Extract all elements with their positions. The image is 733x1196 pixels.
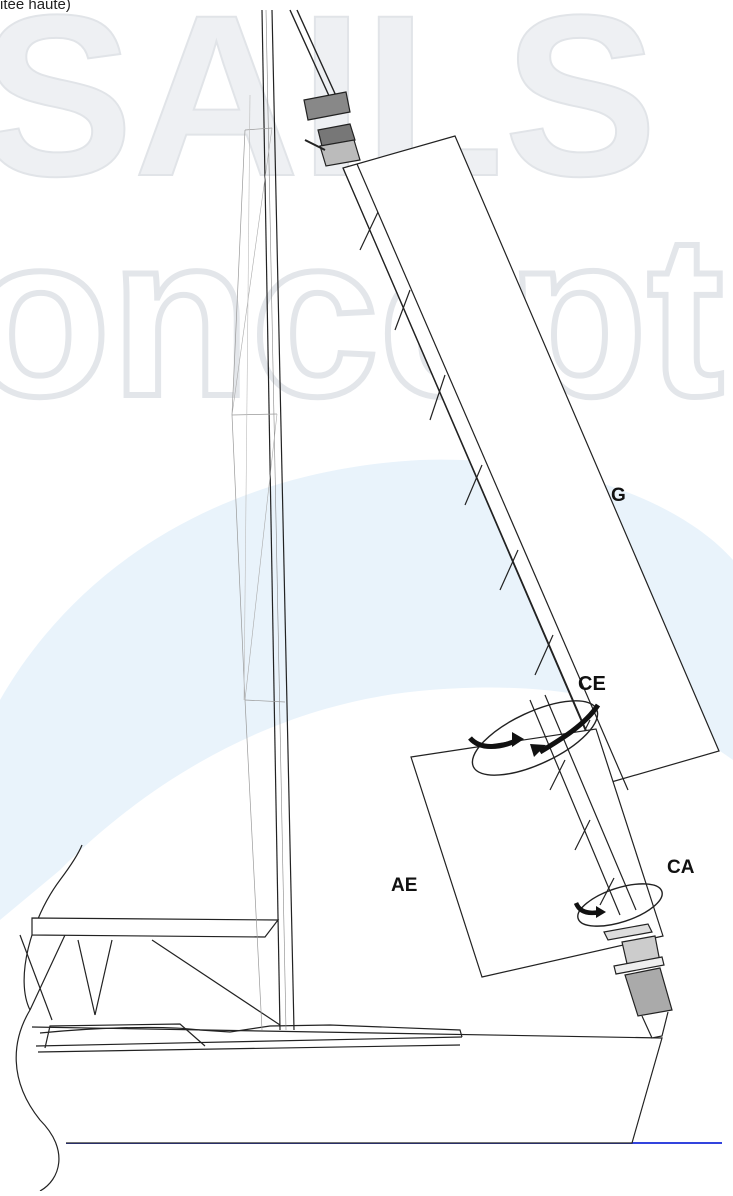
ce-rotation-indicator xyxy=(468,700,601,776)
label-ae: AE xyxy=(391,875,418,896)
ca-rotation-indicator xyxy=(573,883,663,927)
watermark-line2: oncept xyxy=(0,187,724,444)
furling-rod-lower xyxy=(529,694,637,916)
top-swivel xyxy=(303,91,361,167)
furling-rod xyxy=(342,163,629,791)
boom xyxy=(19,917,281,1026)
bottom-drum xyxy=(603,923,673,1039)
watermark: SAILS oncept xyxy=(0,0,733,920)
forestay xyxy=(289,9,338,99)
label-ca: CA xyxy=(667,857,695,878)
hull xyxy=(15,844,663,1192)
mast xyxy=(231,9,295,1031)
label-g: G xyxy=(611,485,626,506)
label-ce: CE xyxy=(578,673,606,695)
caption-text: itée haute) xyxy=(0,0,71,13)
